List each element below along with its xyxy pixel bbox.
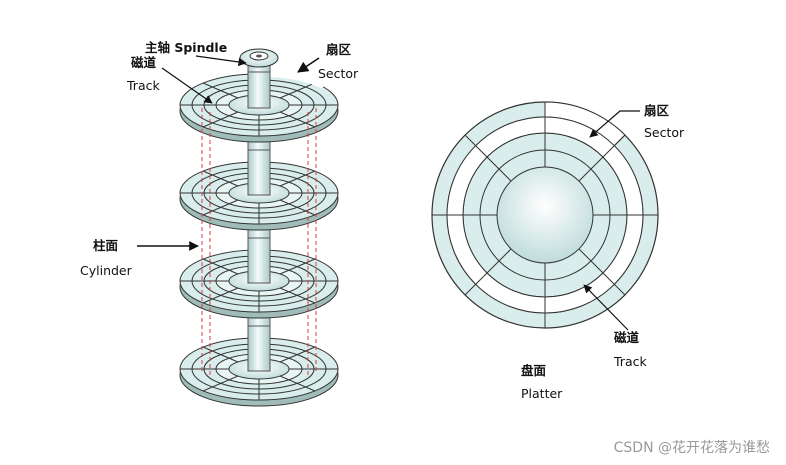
track-pointer-left xyxy=(161,67,213,104)
sector-label-cn-left: 扇区 xyxy=(326,42,352,57)
spindle-label: 主轴 Spindle xyxy=(145,40,227,55)
sector-pointer-right xyxy=(589,110,640,138)
platter-label-cn: 盘面 xyxy=(521,363,547,378)
platter-top-view xyxy=(431,101,659,329)
spindle-cap xyxy=(239,48,279,68)
track-label-cn-left: 磁道 xyxy=(130,55,157,70)
track-label-en-left: Track xyxy=(126,78,160,93)
track-pointer-right xyxy=(583,284,629,331)
spindle-pointer xyxy=(195,55,247,67)
sector-label-en-left: Sector xyxy=(318,66,359,81)
sector-label-cn-right: 扇区 xyxy=(644,103,670,118)
sector-pointer-left xyxy=(297,57,320,73)
cylinder-label-cn: 柱面 xyxy=(93,238,119,253)
track-label-cn-right: 磁道 xyxy=(613,330,640,345)
platter-stack xyxy=(179,48,339,407)
platter-label-en: Platter xyxy=(521,386,563,401)
cylinder-outline xyxy=(201,108,317,376)
track-label-en-right: Track xyxy=(613,354,647,369)
cylinder-label-en: Cylinder xyxy=(80,263,133,278)
watermark: CSDN @花开花落为谁愁 xyxy=(613,440,770,456)
sector-label-en-right: Sector xyxy=(644,125,685,140)
right-annotations: 扇区 Sector 磁道 Track 盘面 Platter xyxy=(521,103,685,401)
left-annotations: 主轴 Spindle 磁道 Track 扇区 Sector 柱面 Cylinde… xyxy=(80,40,359,278)
